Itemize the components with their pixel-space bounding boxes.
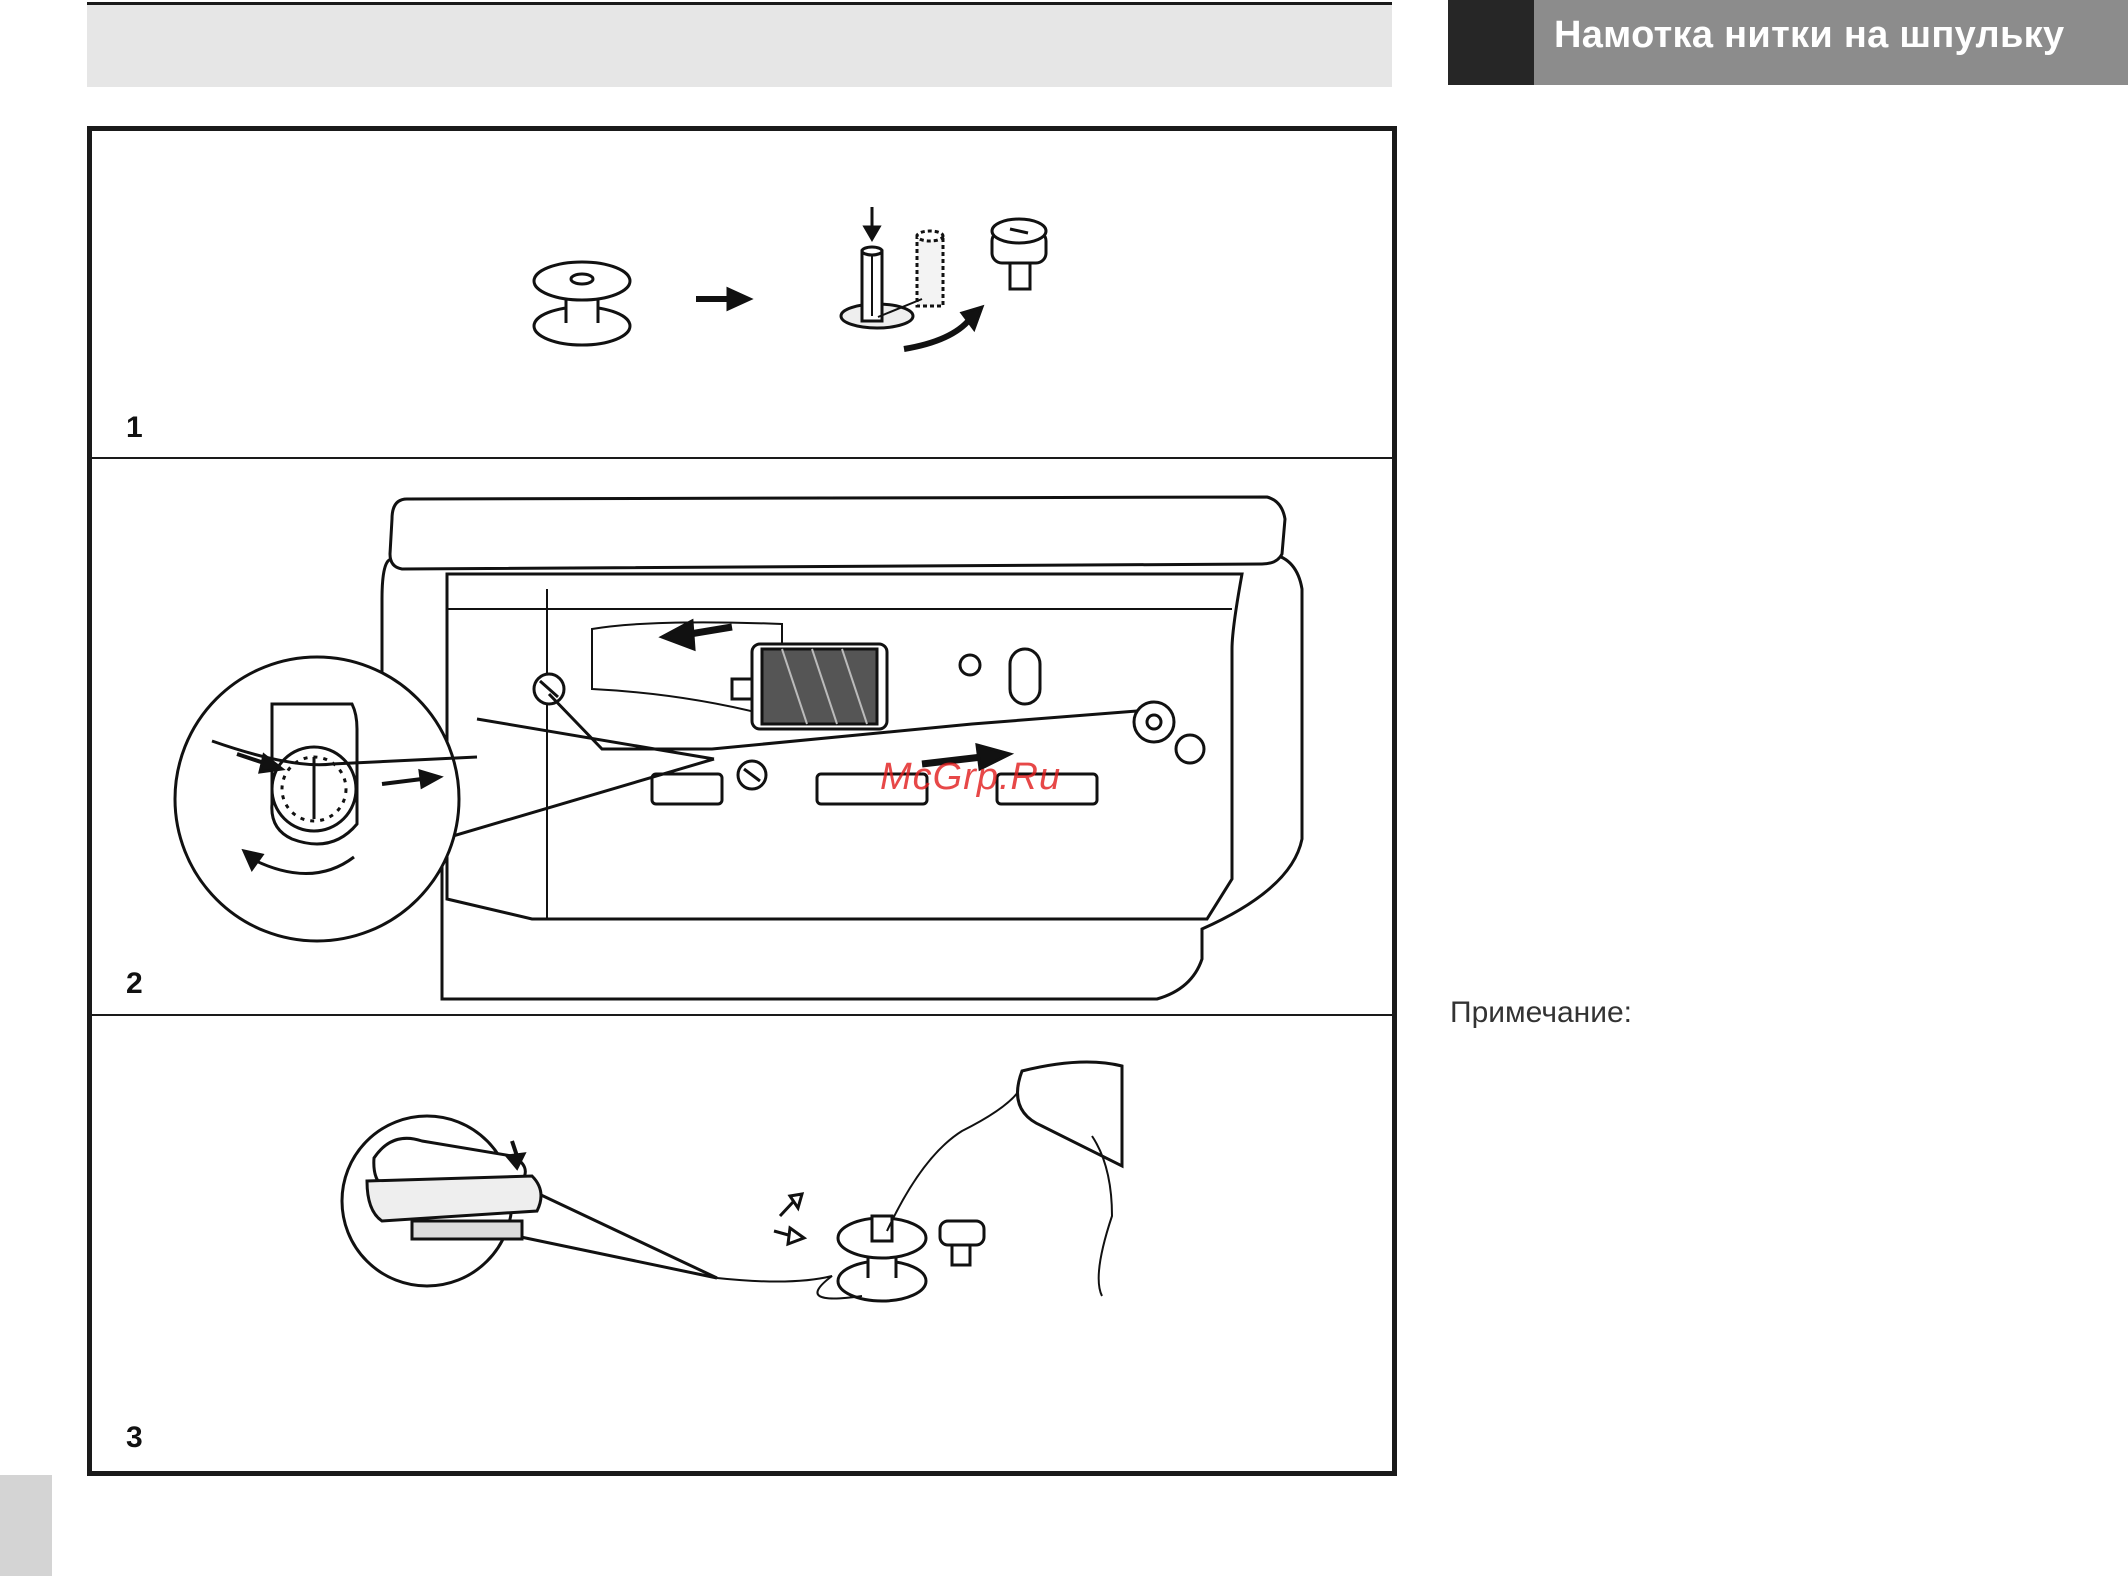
panel-2: 2 <box>92 459 1392 1016</box>
bobbin-stopper-icon <box>992 219 1046 289</box>
outline-arrow-icon <box>774 1228 804 1244</box>
arrow-right-icon <box>696 289 750 309</box>
section-title: Намотка нитки на шпульку <box>1554 14 2064 57</box>
watermark-text: McGrp.Ru <box>880 756 1061 799</box>
note-label: Примечание: <box>1450 996 1632 1030</box>
panel-number: 1 <box>126 411 143 445</box>
bobbin-winder-spindle-icon <box>841 231 943 328</box>
arrow-down-icon <box>865 207 879 239</box>
panel-number: 2 <box>126 967 143 1001</box>
section-header: Намотка нитки на шпульку <box>1534 0 2128 85</box>
bobbin-icon <box>534 262 630 345</box>
page-edge-tab <box>0 1475 52 1576</box>
machine-top-panel <box>447 574 1242 919</box>
panel-1: 1 <box>92 131 1392 459</box>
section-marker-block <box>1448 0 1534 85</box>
top-left-header-band <box>87 2 1392 87</box>
threading-path-illustration <box>92 459 1392 1014</box>
machine-lid <box>390 497 1285 569</box>
panel-3: 3 <box>92 1016 1392 1471</box>
instruction-figure: 1 <box>87 126 1397 1476</box>
outline-arrow-icon <box>780 1194 802 1216</box>
bobbin-winding-icon <box>838 1216 984 1301</box>
hand-holding-thread-icon <box>1018 1062 1123 1296</box>
winding-start-illustration <box>92 1016 1392 1471</box>
curved-arrow-icon <box>904 307 982 349</box>
bobbin-placement-illustration <box>92 131 1392 457</box>
panel-number: 3 <box>126 1421 143 1455</box>
pretension-dial-icon <box>272 704 357 844</box>
